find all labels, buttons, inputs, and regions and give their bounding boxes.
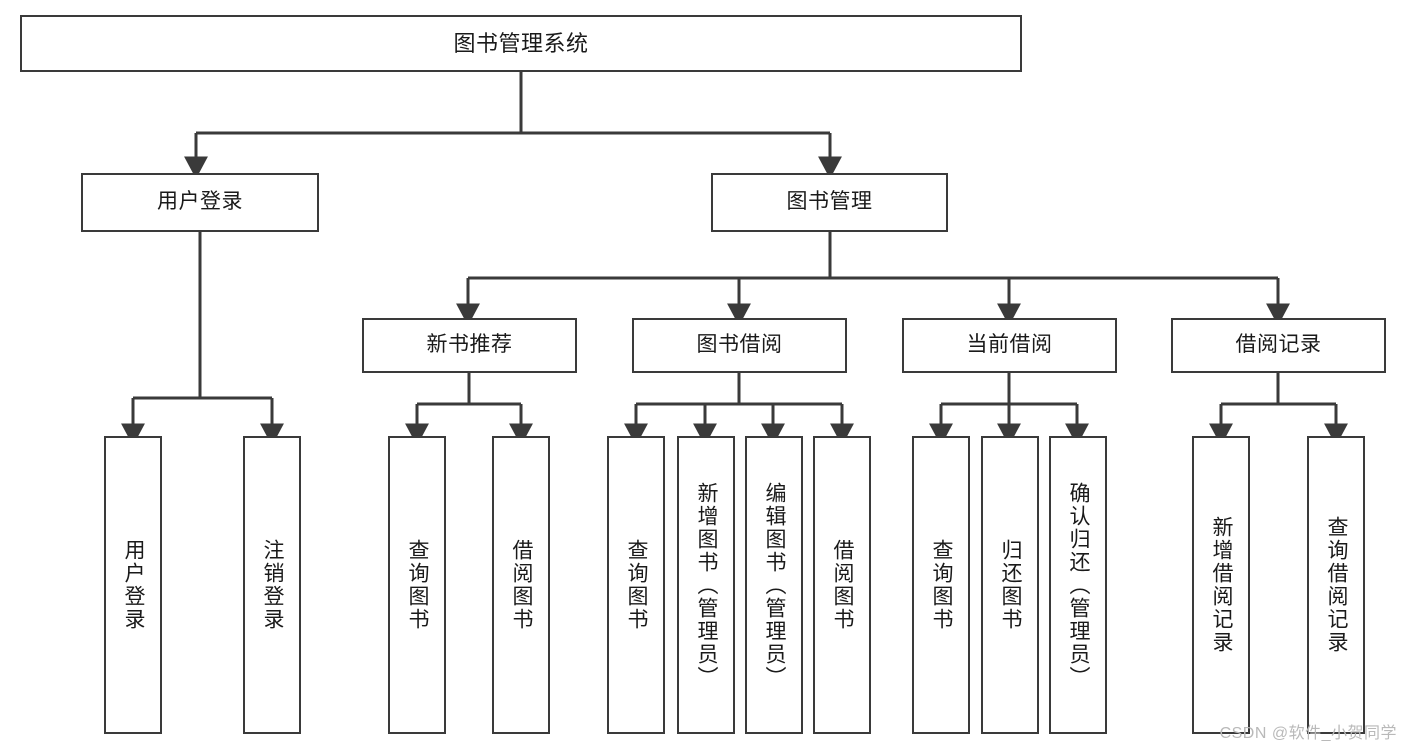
node-label: 查询图书 <box>406 539 430 631</box>
leaf-query-book-current[interactable]: 查询图书 <box>912 436 970 734</box>
leaf-borrow-book-recommend[interactable]: 借阅图书 <box>492 436 550 734</box>
node-label: 查询图书 <box>930 539 954 631</box>
leaf-borrow-book[interactable]: 借阅图书 <box>813 436 871 734</box>
node-user-login[interactable]: 用户登录 <box>81 173 319 232</box>
node-label: 新书推荐 <box>426 333 513 357</box>
leaf-query-book-borrow[interactable]: 查询图书 <box>607 436 665 734</box>
node-label: 确认归还（管理员） <box>1067 481 1091 689</box>
node-new-book-recommend[interactable]: 新书推荐 <box>362 318 577 373</box>
leaf-edit-book-admin[interactable]: 编辑图书（管理员） <box>745 436 803 734</box>
node-label: 图书管理系统 <box>453 30 589 56</box>
node-label: 用户登录 <box>122 539 146 631</box>
node-label: 新增借阅记录 <box>1210 516 1234 654</box>
node-label: 查询借阅记录 <box>1325 516 1349 654</box>
csdn-watermark: CSDN @软件_小贺同学 <box>1219 725 1397 742</box>
leaf-return-book[interactable]: 归还图书 <box>981 436 1039 734</box>
node-label: 图书借阅 <box>696 333 783 357</box>
leaf-add-book-admin[interactable]: 新增图书（管理员） <box>677 436 735 734</box>
node-label: 借阅图书 <box>510 539 534 631</box>
leaf-add-borrow-record[interactable]: 新增借阅记录 <box>1192 436 1250 734</box>
node-label: 查询图书 <box>625 539 649 631</box>
leaf-query-borrow-record[interactable]: 查询借阅记录 <box>1307 436 1365 734</box>
node-book-management[interactable]: 图书管理 <box>711 173 948 232</box>
node-label: 借阅图书 <box>831 539 855 631</box>
leaf-query-book-recommend[interactable]: 查询图书 <box>388 436 446 734</box>
leaf-user-login[interactable]: 用户登录 <box>104 436 162 734</box>
node-label: 当前借阅 <box>966 333 1053 357</box>
node-root-system[interactable]: 图书管理系统 <box>20 15 1022 72</box>
node-label: 借阅记录 <box>1235 333 1322 357</box>
node-label: 编辑图书（管理员） <box>763 481 787 689</box>
node-label: 用户登录 <box>157 190 243 214</box>
leaf-logout[interactable]: 注销登录 <box>243 436 301 734</box>
node-current-borrow[interactable]: 当前借阅 <box>902 318 1117 373</box>
node-label: 归还图书 <box>999 539 1023 631</box>
node-label: 图书管理 <box>786 190 873 214</box>
node-book-borrow[interactable]: 图书借阅 <box>632 318 847 373</box>
node-label: 注销登录 <box>261 539 285 631</box>
leaf-confirm-return-admin[interactable]: 确认归还（管理员） <box>1049 436 1107 734</box>
node-borrow-record[interactable]: 借阅记录 <box>1171 318 1386 373</box>
node-label: 新增图书（管理员） <box>695 481 719 689</box>
